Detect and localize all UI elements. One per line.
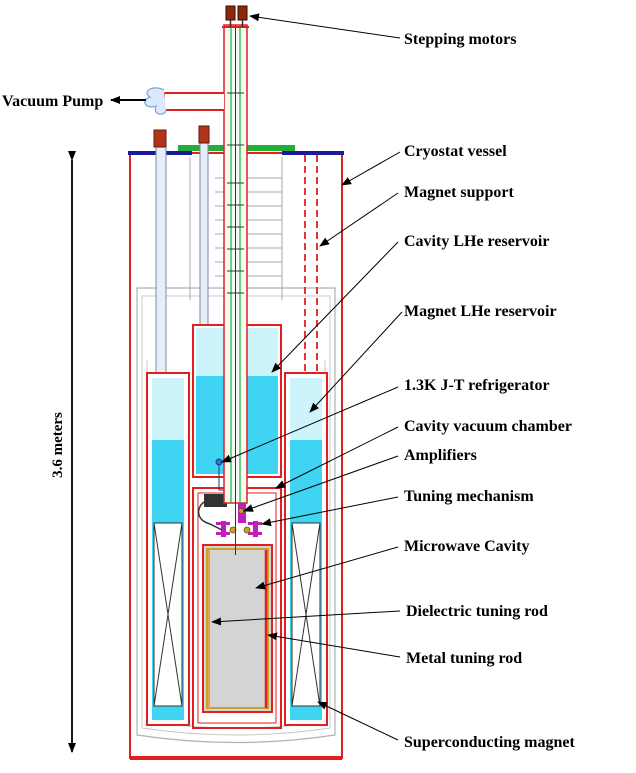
label-cavity-vacuum-chamber: Cavity vacuum chamber: [404, 418, 572, 435]
vacuum-pump-pipe: [163, 92, 224, 111]
amplifier-cable: [197, 501, 223, 531]
microwave-cavity-body: [202, 544, 273, 713]
height-dimension-label: 3.6 meters: [50, 412, 66, 478]
label-stepping-motors: Stepping motors: [404, 31, 516, 48]
label-microwave-cavity: Microwave Cavity: [404, 538, 529, 555]
label-cryostat-vessel: Cryostat vessel: [404, 143, 507, 160]
cavity-fill-cap: [198, 125, 210, 144]
rod-spindle-ticks: [227, 92, 244, 294]
magnet-coil-right: [291, 522, 321, 707]
label-metal-tuning-rod: Metal tuning rod: [406, 650, 522, 667]
label-cavity-lhe-reservoir: Cavity LHe reservoir: [404, 233, 549, 250]
label-tuning-mechanism: Tuning mechanism: [404, 488, 534, 505]
magnet-fill-cap: [153, 129, 167, 148]
amplifier-block: [204, 494, 227, 507]
thermal-shield-lines: [136, 287, 336, 744]
vacuum-pump-cloud: [144, 87, 167, 115]
tuning-mechanism-parts: [216, 503, 262, 537]
leader-lines: [211, 13, 403, 741]
label-magnet-lhe-reservoir: Magnet LHe reservoir: [404, 303, 557, 320]
stepping-motor-2: [237, 5, 248, 21]
magnet-reservoir-left-vapor: [152, 378, 184, 440]
microwave-cavity-trim: [206, 548, 269, 709]
label-dielectric-tuning-rod: Dielectric tuning rod: [406, 603, 548, 620]
thermal-shield-lines-2: [141, 295, 331, 736]
tuning-gears: [229, 508, 251, 534]
label-superconducting-magnet: Superconducting magnet: [404, 734, 576, 751]
label-vacuum-pump: Vacuum Pump: [2, 93, 103, 110]
cavity-fill-tube: [199, 139, 209, 341]
jt-refrigerator-coil: [215, 458, 223, 466]
label-amplifiers: Amplifiers: [404, 447, 477, 464]
label-jt-refrigerator: 1.3K J-T refrigerator: [404, 377, 550, 394]
magnet-coil-left: [153, 522, 183, 707]
label-magnet-support: Magnet support: [404, 184, 514, 201]
stepping-motor-1: [225, 5, 236, 21]
